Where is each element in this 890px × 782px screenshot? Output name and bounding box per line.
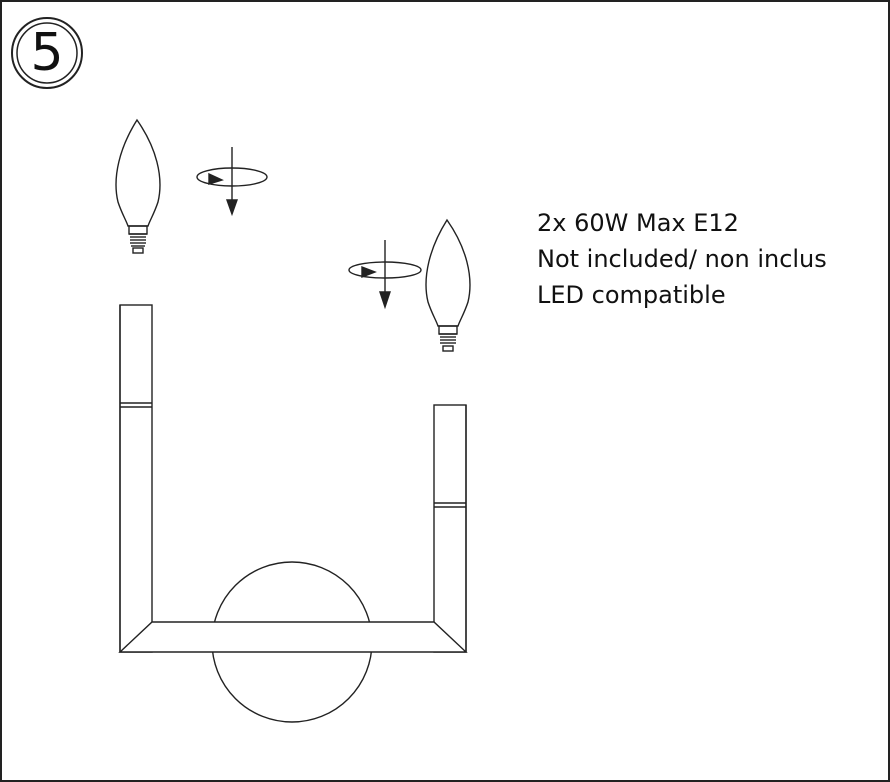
candle-bulb-right bbox=[425, 218, 471, 352]
bulb-specifications: 2x 60W Max E12 Not included/ non inclus … bbox=[537, 205, 827, 313]
rotate-arrow-icon-2 bbox=[348, 240, 422, 310]
rotate-arrow-icon bbox=[196, 147, 268, 217]
spec-wattage: 2x 60W Max E12 bbox=[537, 209, 739, 237]
step-number-badge bbox=[11, 17, 83, 89]
spec-led-compatible: LED compatible bbox=[537, 281, 726, 309]
step-number: 5 bbox=[30, 23, 64, 83]
spec-not-included: Not included/ non inclus bbox=[537, 245, 827, 273]
candle-bulb-left bbox=[115, 118, 161, 254]
wall-sconce bbox=[118, 304, 468, 723]
